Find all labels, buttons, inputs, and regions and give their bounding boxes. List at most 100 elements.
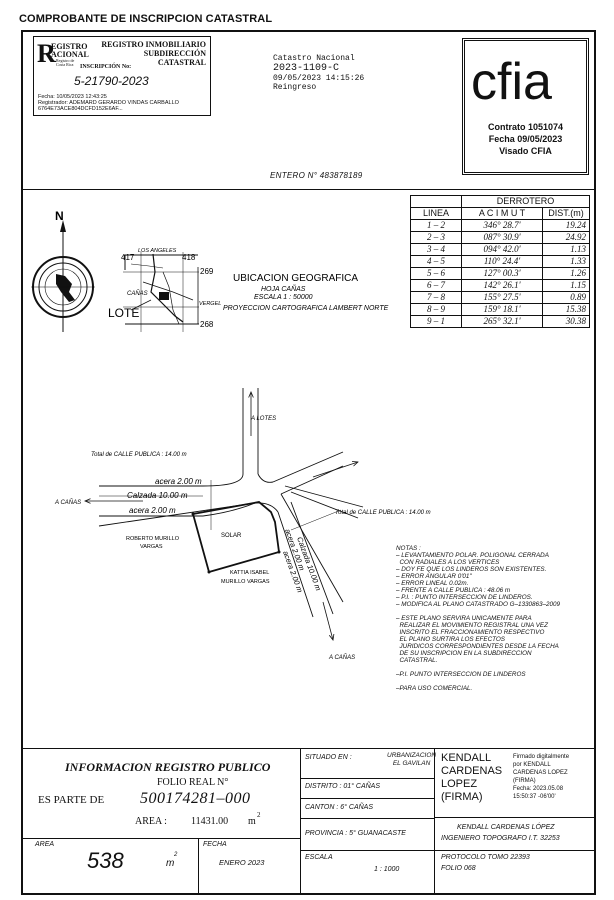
note-line: CATASTRAL. bbox=[396, 657, 438, 664]
derrotero-cell-acimut: 142° 26.1' bbox=[461, 279, 543, 292]
derrotero-cell-dist: 0.89 bbox=[542, 291, 590, 304]
catastro-stamp: Catastro Nacional 2023-1109-C 09/05/2023… bbox=[273, 54, 364, 92]
distrito: DISTRITO : 01° CAÑAS bbox=[305, 783, 381, 790]
engineer-line-2: INGENIERO TOPOGRAFO I.T. 32253 bbox=[441, 835, 560, 842]
cfia-stamp: cfia Contrato 1051074 Fecha 09/05/2023 V… bbox=[462, 38, 589, 175]
sig-name-2: CARDENAS bbox=[441, 765, 503, 777]
info-registro-title: INFORMACION REGISTRO PUBLICO bbox=[65, 760, 271, 774]
info-area-unit: m bbox=[248, 816, 256, 827]
provincia: PROVINCIA : 5° GUANACASTE bbox=[305, 830, 406, 837]
document-title: COMPROBANTE DE INSCRIPCION CATASTRAL bbox=[19, 13, 273, 25]
dig-line-4: (FIRMA) bbox=[513, 778, 536, 784]
derrotero-cell-linea: 6 – 7 bbox=[410, 279, 462, 292]
note-line bbox=[396, 664, 560, 671]
cfia-contrato: Contrato 1051074 bbox=[487, 122, 564, 132]
area-unit: m bbox=[166, 858, 175, 869]
derrotero-cell-linea: 3 – 4 bbox=[410, 243, 462, 256]
note-line: CON RADIALES A LOS VERTICES bbox=[396, 559, 500, 566]
acera-top-label: acera 2.00 m bbox=[155, 477, 202, 486]
logo-line-2: ACIONAL bbox=[51, 50, 89, 59]
solar-label: SOLAR bbox=[221, 533, 242, 539]
derrotero-cell-dist: 15.38 bbox=[542, 303, 590, 316]
folio-number: 500174281–000 bbox=[140, 790, 251, 807]
dig-line-3: CARDENAS LOPEZ bbox=[513, 770, 568, 776]
notes: NOTAS : – LEVANTAMIENTO POLAR. POLIGONAL… bbox=[396, 545, 560, 692]
situado-line-1: URBANIZACION bbox=[387, 752, 437, 759]
bottom-divider bbox=[23, 748, 594, 749]
loc-hline-1 bbox=[300, 778, 434, 779]
note-line: – LEVANTAMIENTO POLAR. POLIGONAL CERRADA bbox=[396, 552, 549, 559]
note-line: – MODIFICA AL PLANO CATASTRADO G–1330863… bbox=[396, 601, 561, 608]
derrotero-cell-linea: 2 – 3 bbox=[410, 231, 462, 244]
derrotero-cell-dist: 19.24 bbox=[542, 219, 590, 232]
registro-logo-mark-icon: R bbox=[37, 41, 56, 67]
note-line bbox=[396, 678, 560, 685]
vergel-label: VERGEL bbox=[199, 301, 221, 307]
loc-hline-4 bbox=[300, 850, 594, 851]
arrow-canas-bottom bbox=[322, 601, 333, 640]
info-area-unit-exp: 2 bbox=[257, 811, 261, 819]
a-canas-bottom-label: A CAÑAS bbox=[328, 654, 355, 661]
es-parte-de-label: ES PARTE DE bbox=[38, 794, 105, 806]
note-line: DE SU INSCRIPCION EN LA SUBDIRECCION bbox=[396, 650, 532, 657]
escala-value: 1 : 1000 bbox=[374, 866, 400, 873]
derrotero-cell-linea: 9 – 1 bbox=[410, 315, 462, 328]
acera-bottom-label: acera 2.00 m bbox=[129, 506, 176, 515]
derrotero-cell-linea: 4 – 5 bbox=[410, 255, 462, 268]
note-line bbox=[396, 608, 560, 615]
notes-title: NOTAS : bbox=[396, 545, 421, 552]
bottom-vline-2 bbox=[434, 748, 435, 893]
catastro-line-2: 2023-1109-C bbox=[273, 63, 340, 74]
derrotero-cell-dist: 1.13 bbox=[542, 243, 590, 256]
escala-label: ESCALA 1 : 50000 bbox=[254, 294, 313, 301]
derrotero-cell-dist: 30.38 bbox=[542, 315, 590, 328]
cfia-fecha: Fecha 09/05/2023 bbox=[488, 134, 563, 144]
note-line: – FRENTE A CALLE PUBLICA : 48.06 m bbox=[396, 587, 511, 594]
situado-line-2: EL GAVILAN bbox=[392, 760, 431, 767]
arrow-east bbox=[312, 462, 358, 478]
header-dist: DIST.(m) bbox=[542, 207, 590, 220]
note-line: – ERROR ANGULAR 0'01'' bbox=[396, 573, 472, 580]
dig-line-5: Fecha: 2023.05.08 bbox=[513, 786, 564, 792]
catastro-line-4: Reingreso bbox=[273, 83, 317, 92]
note-line: –P.I. PUNTO INTERSECCION DE LINDEROS bbox=[396, 671, 526, 678]
north-arrow-icon: N bbox=[31, 209, 95, 332]
derrotero-cell-acimut: 159° 18.1' bbox=[461, 303, 543, 316]
sig-name-1: KENDALL bbox=[441, 752, 492, 764]
sig-hline bbox=[434, 817, 594, 818]
situado-value: URBANIZACION EL GAVILAN bbox=[387, 752, 436, 768]
org-line-3: CATASTRAL bbox=[157, 58, 206, 67]
bottom-vline-1 bbox=[300, 748, 301, 893]
calle-top-label: Total de CALLE PUBLICA : 14.00 m bbox=[91, 452, 187, 458]
note-line: – DOY FE QUE LOS LINDEROS SON EXISTENTES… bbox=[396, 566, 547, 573]
inset-map: LOS ANGELES CAÑAS VERGEL 417 418 269 268 bbox=[121, 248, 221, 332]
logo-line-1: EGISTRO bbox=[51, 42, 88, 51]
loc-hline-3 bbox=[300, 818, 434, 819]
folio-label: FOLIO REAL N° bbox=[157, 777, 229, 788]
cfia-logo-text: cfia bbox=[471, 55, 552, 107]
neighbor-bottom-line-2: MURILLO VARGAS bbox=[221, 579, 270, 585]
entero-number: ENTERO N° 483878189 bbox=[270, 171, 363, 180]
loc-hline-2 bbox=[300, 798, 434, 799]
grid-417: 417 bbox=[121, 253, 135, 262]
derrotero-cell-linea: 5 – 6 bbox=[410, 267, 462, 280]
registro-nacional-logo: R EGISTRO ACIONAL Registro de Costa Rica bbox=[37, 41, 90, 69]
neighbor-left-line-2: VARGAS bbox=[140, 544, 163, 550]
info-hline bbox=[23, 838, 300, 839]
dig-line-1: Firmado digitalmente bbox=[513, 754, 570, 760]
fecha-value: ENERO 2023 bbox=[219, 858, 265, 867]
note-line: –PARA USO COMERCIAL. bbox=[396, 685, 473, 692]
svg-text:R: R bbox=[37, 41, 56, 67]
org-line-1: REGISTRO INMOBILIARIO bbox=[101, 40, 206, 49]
area-fecha-vline bbox=[198, 838, 199, 893]
site-plan: A LOTES A CAÑAS A CAÑAS Total de CALLE P… bbox=[54, 388, 431, 661]
north-label: N bbox=[55, 209, 64, 223]
derrotero-cell-linea: 8 – 9 bbox=[410, 303, 462, 316]
cfia-details: Contrato 1051074 Fecha 09/05/2023 Visado… bbox=[465, 121, 586, 157]
derrotero-cell-dist: 24.92 bbox=[542, 231, 590, 244]
